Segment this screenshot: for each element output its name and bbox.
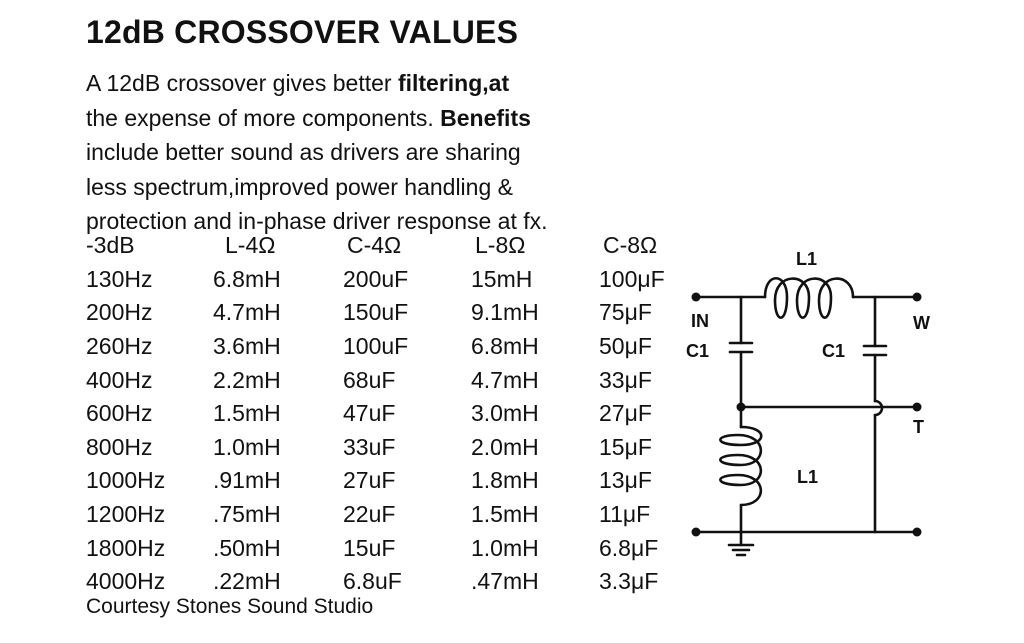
cell-c-4ohm: 33uF (343, 433, 396, 460)
header-l-4ohm: L-4Ω (225, 232, 276, 259)
table-row: 130Hz 6.8mH 200uF 15mH 100μF (86, 263, 693, 297)
label-w: W (913, 313, 930, 333)
cell-cutoff: 1000Hz (86, 467, 166, 494)
cell-c-8ohm: 13μF (599, 467, 652, 494)
label-c1-right: C1 (822, 341, 845, 361)
terminal-ground-left (691, 527, 701, 537)
table-row: 800Hz 1.0mH 33uF 2.0mH 15μF (86, 431, 693, 465)
cell-l-4ohm: 1.5mH (213, 400, 281, 427)
cell-l-4ohm: 1.0mH (213, 433, 281, 460)
label-l1-bottom: L1 (797, 467, 818, 487)
cell-cutoff: 400Hz (86, 366, 153, 393)
cell-c-4ohm: 22uF (343, 501, 396, 528)
cell-c-4ohm: 47uF (343, 400, 396, 427)
terminal-ground-right (912, 527, 922, 537)
intro-line-2-bold: Benefits (440, 104, 531, 131)
terminal-t (912, 402, 922, 412)
cell-l-8ohm: 9.1mH (471, 299, 539, 326)
intro-line-4: less spectrum,improved power handling & (86, 173, 513, 200)
cell-c-8ohm: 11μF (599, 501, 651, 528)
cell-l-8ohm: 1.8mH (471, 467, 539, 494)
cell-l-4ohm: 3.6mH (213, 333, 281, 360)
inductor-l1-shunt (719, 425, 763, 507)
cell-c-8ohm: 27μF (599, 400, 652, 427)
table-row: 1000Hz .91mH 27uF 1.8mH 13μF (86, 464, 693, 498)
cell-cutoff: 130Hz (86, 265, 153, 292)
cell-l-4ohm: .75mH (213, 501, 281, 528)
cell-l-8ohm: 6.8mH (471, 333, 539, 360)
cell-c-4ohm: 27uF (343, 467, 396, 494)
cell-l-4ohm: 6.8mH (213, 265, 281, 292)
inductor-l1-series (763, 277, 855, 319)
cell-l-4ohm: 2.2mH (213, 366, 281, 393)
header-cutoff: -3dB (86, 232, 135, 259)
cell-c-4ohm: 15uF (343, 534, 396, 561)
cell-l-4ohm: 4.7mH (213, 299, 281, 326)
intro-line-5: protection and in-phase driver response … (86, 208, 548, 234)
cell-l-8ohm: 2.0mH (471, 433, 539, 460)
cell-cutoff: 4000Hz (86, 568, 166, 595)
header-l-8ohm: L-8Ω (475, 232, 526, 259)
intro-line-1: A 12dB crossover gives better filtering,… (86, 66, 676, 101)
terminal-in (691, 292, 701, 302)
cell-l-8ohm: 15mH (471, 265, 533, 292)
cell-c-4ohm: 68uF (343, 366, 396, 393)
cell-l-8ohm: 3.0mH (471, 400, 539, 427)
cell-l-4ohm: .91mH (213, 467, 281, 494)
cell-l-8ohm: 1.0mH (471, 534, 539, 561)
cell-cutoff: 200Hz (86, 299, 153, 326)
table-row: 600Hz 1.5mH 47uF 3.0mH 27μF (86, 397, 693, 431)
table-row: 1200Hz .75mH 22uF 1.5mH 11μF (86, 498, 693, 532)
cell-l-4ohm: .22mH (213, 568, 281, 595)
cell-cutoff: 800Hz (86, 433, 153, 460)
cell-cutoff: 1200Hz (86, 501, 166, 528)
cell-l-8ohm: 4.7mH (471, 366, 539, 393)
table-row: 200Hz 4.7mH 150uF 9.1mH 75μF (86, 296, 693, 330)
cell-c-4ohm: 6.8uF (343, 568, 402, 595)
table-body: 130Hz 6.8mH 200uF 15mH 100μF 200Hz 4.7mH 150uF 9… (86, 263, 693, 599)
cell-c-8ohm: 33μF (599, 366, 652, 393)
cell-c-4ohm: 150uF (343, 299, 409, 326)
label-l1-top: L1 (796, 249, 817, 269)
cell-cutoff: 600Hz (86, 400, 153, 427)
table-row: 400Hz 2.2mH 68uF 4.7mH 33μF (86, 363, 693, 397)
terminal-w (912, 292, 922, 302)
junction-l1-tweeter (736, 402, 746, 412)
table-row: 260Hz 3.6mH 100uF 6.8mH 50μF (86, 330, 693, 364)
cell-c-8ohm: 6.8μF (599, 534, 659, 561)
crossover-circuit-diagram: L1 IN C1 C1 W T L1 (686, 249, 930, 557)
intro-line-2-text: the expense of more components. (86, 104, 441, 131)
crossover-values-table: -3dB L-4Ω C-4Ω L-8Ω C-8Ω 130Hz 6.8mH 200uF… (86, 229, 693, 599)
intro-line-2: the expense of more components. Benefits (86, 101, 676, 136)
cell-c-8ohm: 50μF (599, 333, 652, 360)
cell-l-4ohm: .50mH (213, 534, 281, 561)
footer-credit: Courtesy Stones Sound Studio (86, 595, 374, 618)
cell-c-8ohm: 100μF (599, 265, 665, 292)
cell-l-8ohm: .47mH (471, 568, 539, 595)
label-c1-left: C1 (686, 341, 709, 361)
label-in: IN (691, 311, 709, 331)
intro-line-3: include better sound as drivers are shar… (86, 139, 521, 165)
cell-l-8ohm: 1.5mH (471, 501, 539, 528)
intro-paragraph: A 12dB crossover gives better filtering,… (86, 66, 676, 239)
cell-c-8ohm: 3.3μF (599, 568, 659, 595)
intro-line-1-text: A 12dB crossover gives better (86, 70, 398, 96)
cell-c-4ohm: 200uF (343, 265, 409, 292)
cell-cutoff: 1800Hz (86, 534, 166, 561)
page-title: 12dB CROSSOVER VALUES (86, 14, 519, 50)
cell-c-4ohm: 100uF (343, 333, 409, 360)
table-header-row: -3dB L-4Ω C-4Ω L-8Ω C-8Ω (86, 229, 693, 263)
cell-cutoff: 260Hz (86, 333, 153, 360)
header-c-4ohm: C-4Ω (347, 232, 402, 259)
cell-c-8ohm: 15μF (599, 433, 652, 460)
cell-c-8ohm: 75μF (599, 299, 652, 326)
intro-line-1-bold: filtering,at (397, 70, 510, 96)
label-t: T (913, 417, 924, 437)
table-row: 4000Hz .22mH 6.8uF .47mH 3.3μF (86, 565, 693, 599)
header-c-8ohm: C-8Ω (603, 232, 658, 259)
table-row: 1800Hz .50mH 15uF 1.0mH 6.8μF (86, 531, 693, 565)
